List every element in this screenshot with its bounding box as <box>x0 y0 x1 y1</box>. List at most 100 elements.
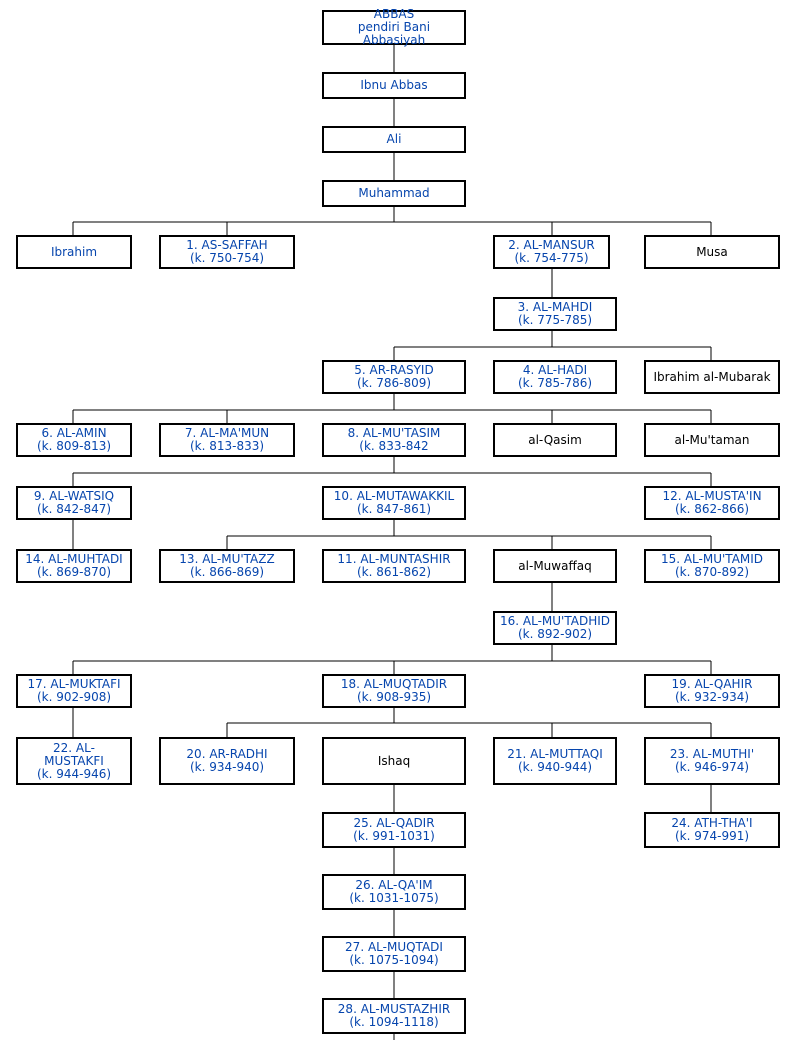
node-name: al-Qasim <box>528 432 582 447</box>
node-name: 27. AL-MUQTADI <box>345 940 443 954</box>
node-al-mutasim[interactable]: 8. AL-MU'TASIM (k. 833-842 <box>322 423 466 457</box>
node-reign: (k. 944-946) <box>36 766 112 781</box>
node-reign: (k. 861-862) <box>356 565 432 579</box>
node-reign: (k. 862-866) <box>674 502 750 516</box>
node-al-mutawakkil[interactable]: 10. AL-MUTAWAKKIL (k. 847-861) <box>322 486 466 520</box>
node-reign: (k. 750-754) <box>189 251 265 265</box>
node-al-muwaffaq: al-Muwaffaq <box>493 549 617 583</box>
node-al-mutazz[interactable]: 13. AL-MU'TAZZ (k. 866-869) <box>159 549 295 583</box>
node-name: Ibrahim <box>50 244 98 259</box>
node-name: 26. AL-QA'IM <box>355 878 433 892</box>
node-name: Ali <box>386 132 402 146</box>
node-name: 23. AL-MUTHI' <box>669 747 755 761</box>
node-name: Muhammad <box>358 186 430 200</box>
node-name: 12. AL-MUSTA'IN <box>662 489 762 503</box>
node-ali[interactable]: Ali <box>322 126 466 153</box>
node-name: al-Muwaffaq <box>518 558 592 573</box>
node-al-mutadhid[interactable]: 16. AL-MU'TADHID (k. 892-902) <box>493 611 617 645</box>
node-reign: (k. 946-974) <box>674 760 750 774</box>
node-as-saffah[interactable]: 1. AS-SAFFAH (k. 750-754) <box>159 235 295 269</box>
node-al-mamun[interactable]: 7. AL-MA'MUN (k. 813-833) <box>159 423 295 457</box>
node-ishaq: Ishaq <box>322 737 466 785</box>
node-reign: (k. 785-786) <box>517 376 593 390</box>
node-reign: (k. 908-935) <box>356 690 432 704</box>
node-name: 6. AL-AMIN <box>41 426 107 440</box>
node-name: 2. AL-MANSUR <box>508 238 595 252</box>
node-name: 10. AL-MUTAWAKKIL <box>333 489 455 503</box>
node-reign: (k. 870-892) <box>674 565 750 579</box>
node-reign: (k. 934-940) <box>189 760 265 774</box>
node-name: al-Mu'taman <box>674 432 750 447</box>
node-name: 14. AL-MUHTADI <box>25 552 123 566</box>
node-reign: (k. 833-842 <box>359 439 429 453</box>
node-ibnu-abbas[interactable]: Ibnu Abbas <box>322 72 466 99</box>
node-name: 3. AL-MAHDI <box>517 300 593 314</box>
node-name: 1. AS-SAFFAH <box>186 238 268 252</box>
node-reign: (k. 932-934) <box>674 690 750 704</box>
node-reign: (k. 1094-1118) <box>349 1015 439 1029</box>
node-name: 18. AL-MUQTADIR <box>340 677 448 691</box>
node-name: 15. AL-MU'TAMID <box>660 552 764 566</box>
node-muhammad[interactable]: Muhammad <box>322 180 466 207</box>
node-al-muqtadi[interactable]: 27. AL-MUQTADI (k. 1075-1094) <box>322 936 466 972</box>
node-ar-rasyid[interactable]: 5. AR-RASYID (k. 786-809) <box>322 360 466 394</box>
node-reign: (k. 754-775) <box>514 251 589 265</box>
node-name: 21. AL-MUTTAQI <box>507 747 603 761</box>
node-name: 7. AL-MA'MUN <box>184 426 270 440</box>
node-reign: (k. 809-813) <box>36 439 112 453</box>
node-al-qadir[interactable]: 25. AL-QADIR (k. 991-1031) <box>322 812 466 848</box>
node-al-qahir[interactable]: 19. AL-QAHIR (k. 932-934) <box>644 674 780 708</box>
node-reign: (k. 813-833) <box>189 439 265 453</box>
node-al-muthi[interactable]: 23. AL-MUTHI' (k. 946-974) <box>644 737 780 785</box>
node-ibrahim-al-mubarak: Ibrahim al-Mubarak <box>644 360 780 394</box>
node-al-mansur[interactable]: 2. AL-MANSUR (k. 754-775) <box>493 235 610 269</box>
node-name: 20. AR-RADHI <box>186 747 268 761</box>
node-al-muhtadi[interactable]: 14. AL-MUHTADI (k. 869-870) <box>16 549 132 583</box>
node-ath-thai[interactable]: 24. ATH-THA'I (k. 974-991) <box>644 812 780 848</box>
node-al-mutaman: al-Mu'taman <box>644 423 780 457</box>
node-al-muktafi[interactable]: 17. AL-MUKTAFI (k. 902-908) <box>16 674 132 708</box>
node-al-hadi[interactable]: 4. AL-HADI (k. 785-786) <box>493 360 617 394</box>
node-name: Ibrahim al-Mubarak <box>653 369 771 384</box>
node-reign: (k. 869-870) <box>36 565 112 579</box>
node-musa: Musa <box>644 235 780 269</box>
node-al-muqtadir[interactable]: 18. AL-MUQTADIR (k. 908-935) <box>322 674 466 708</box>
node-reign: (k. 991-1031) <box>353 829 435 843</box>
node-al-amin[interactable]: 6. AL-AMIN (k. 809-813) <box>16 423 132 457</box>
node-reign: (k. 1075-1094) <box>349 953 439 967</box>
node-reign: (k. 847-861) <box>356 502 432 516</box>
node-al-mustain[interactable]: 12. AL-MUSTA'IN (k. 862-866) <box>644 486 780 520</box>
node-name: Ishaq <box>377 753 411 768</box>
node-name: 24. ATH-THA'I <box>671 816 753 830</box>
node-name: 5. AR-RASYID <box>354 363 434 377</box>
node-ibrahim[interactable]: Ibrahim <box>16 235 132 269</box>
node-name: 4. AL-HADI <box>522 363 588 377</box>
node-reign: (k. 775-785) <box>517 313 593 327</box>
node-name-cont: MUSTAKFI <box>44 753 104 768</box>
node-name: 9. AL-WATSIQ <box>33 489 115 503</box>
node-name: Ibnu Abbas <box>360 78 428 92</box>
node-reign: (k. 842-847) <box>36 502 112 516</box>
node-al-muntashir[interactable]: 11. AL-MUNTASHIR (k. 861-862) <box>322 549 466 583</box>
node-name: 16. AL-MU'TADHID <box>500 614 610 628</box>
node-al-mustakfi[interactable]: 22. AL- MUSTAKFI (k. 944-946) <box>16 737 132 785</box>
node-al-mustazhir[interactable]: 28. AL-MUSTAZHIR (k. 1094-1118) <box>322 998 466 1034</box>
node-name: 22. AL- <box>53 740 95 755</box>
node-name: ABBAS <box>373 7 415 21</box>
node-al-watsiq[interactable]: 9. AL-WATSIQ (k. 842-847) <box>16 486 132 520</box>
node-reign: (k. 786-809) <box>356 376 432 390</box>
node-name: 11. AL-MUNTASHIR <box>337 552 451 566</box>
node-reign: (k. 1031-1075) <box>349 891 439 905</box>
node-ar-radhi[interactable]: 20. AR-RADHI (k. 934-940) <box>159 737 295 785</box>
node-al-qaim[interactable]: 26. AL-QA'IM (k. 1031-1075) <box>322 874 466 910</box>
node-reign: (k. 866-869) <box>189 565 265 579</box>
node-reign: (k. 902-908) <box>36 690 112 704</box>
node-reign: (k. 940-944) <box>517 760 593 774</box>
node-al-muttaqi[interactable]: 21. AL-MUTTAQI (k. 940-944) <box>493 737 617 785</box>
node-name: 25. AL-QADIR <box>353 816 435 830</box>
node-name: Musa <box>696 244 728 259</box>
node-al-mahdi[interactable]: 3. AL-MAHDI (k. 775-785) <box>493 297 617 331</box>
node-al-mutamid[interactable]: 15. AL-MU'TAMID (k. 870-892) <box>644 549 780 583</box>
node-name: 28. AL-MUSTAZHIR <box>337 1002 451 1016</box>
node-abbas[interactable]: ABBAS pendiri Bani Abbasiyah <box>322 7 466 47</box>
